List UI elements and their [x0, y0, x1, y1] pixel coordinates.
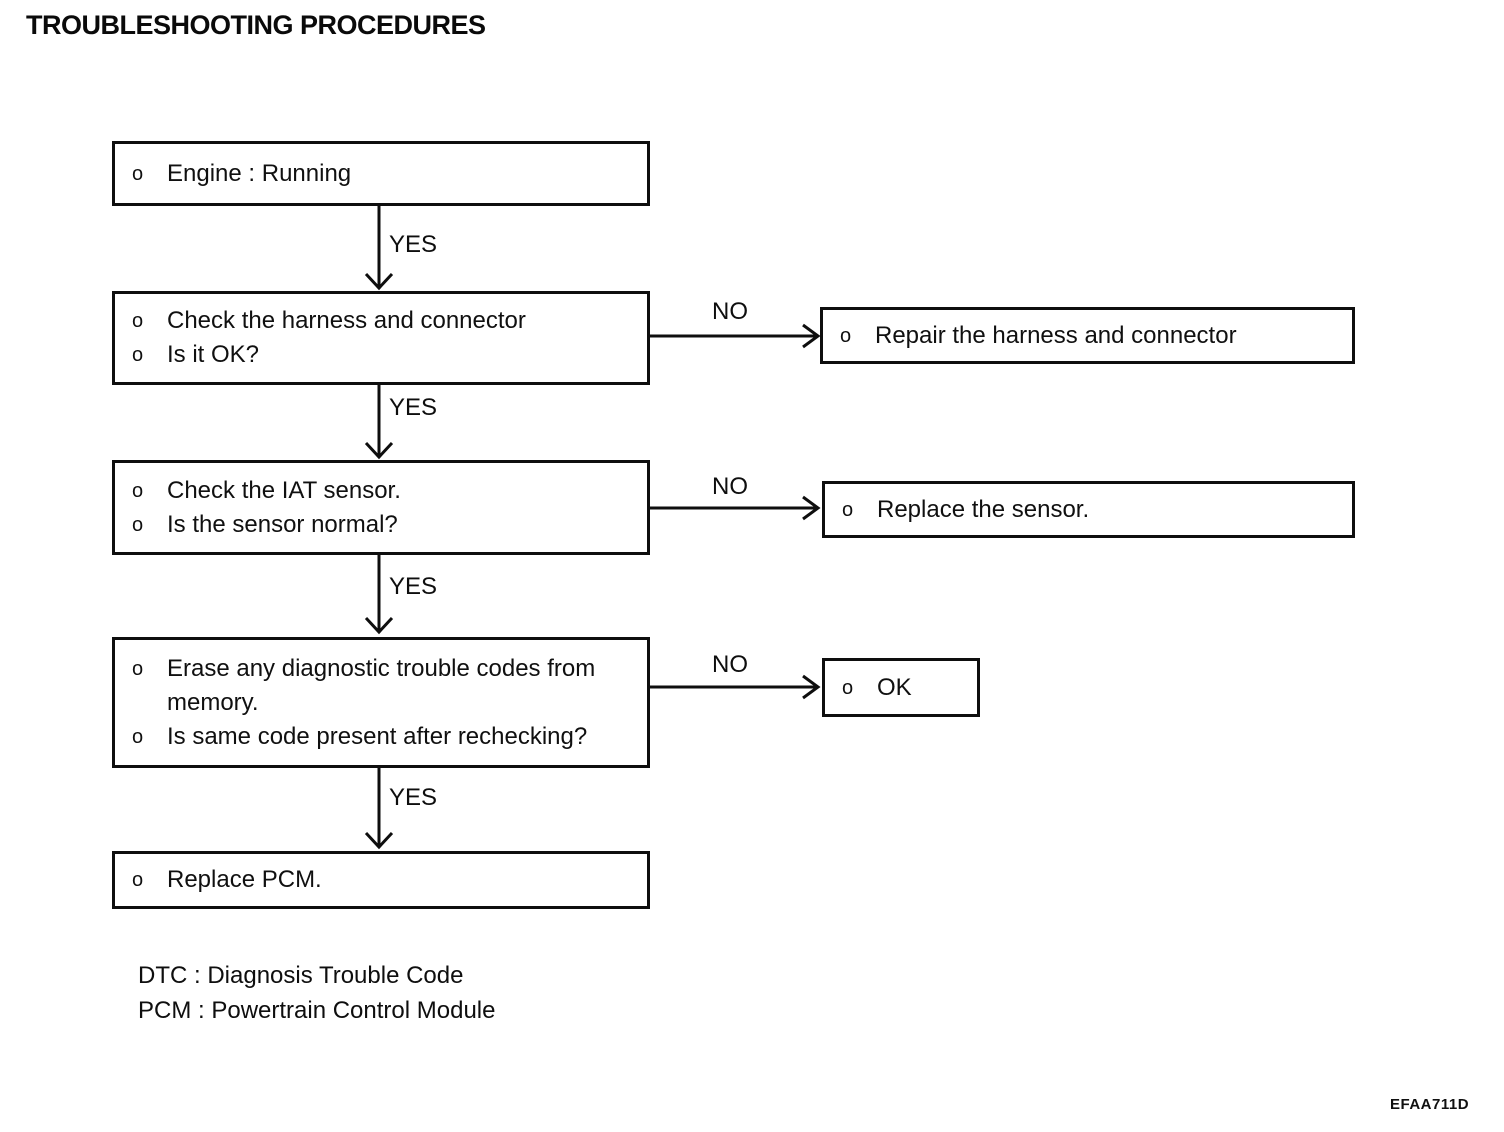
bullet-marker: o: [842, 676, 854, 699]
edge-label-yes-2: YES: [389, 394, 438, 421]
edge-label-no-3: NO: [712, 651, 748, 678]
step-text: Is the sensor normal?: [167, 510, 398, 538]
flow-step-replace-pcm: o Replace PCM.: [112, 851, 650, 909]
edge-label-yes-1: YES: [389, 231, 438, 258]
bullet-item: o Repair the harness and connector: [823, 319, 1352, 353]
bullet-item: o Engine : Running: [115, 157, 647, 191]
bullet-marker: o: [842, 498, 854, 521]
step-text: Check the IAT sensor.: [167, 476, 401, 504]
bullet-item: o Is same code present after rechecking?: [115, 720, 647, 754]
flow-action-replace-sensor: o Replace the sensor.: [822, 481, 1355, 538]
page-title: TROUBLESHOOTING PROCEDURES: [26, 10, 486, 40]
bullet-item: o Check the harness and connector: [115, 304, 647, 338]
bullet-marker: o: [132, 725, 144, 748]
step-text: Engine : Running: [167, 159, 352, 187]
arrowhead-right-3: [802, 674, 821, 700]
bullet-item: o OK: [825, 671, 977, 705]
bullet-marker: o: [132, 310, 144, 332]
flow-action-repair-harness: o Repair the harness and connector: [820, 307, 1355, 364]
flow-step-erase-dtc: o Erase any diagnostic trouble codes fro…: [112, 637, 650, 768]
step-text: Is it OK?: [167, 341, 260, 368]
bullet-item: o Is the sensor normal?: [115, 508, 647, 542]
legend-line-dtc: DTC : Diagnosis Trouble Code: [138, 962, 464, 989]
bullet-item: o Check the IAT sensor.: [115, 474, 647, 508]
flow-step-check-harness: o Check the harness and connector o Is i…: [112, 291, 650, 385]
arrowhead-down-4: [364, 831, 394, 850]
flow-step-engine-running: o Engine : Running: [112, 141, 650, 206]
edge-label-yes-4: YES: [389, 784, 438, 811]
edge-label-no-1: NO: [712, 298, 748, 325]
arrowhead-right-1: [802, 323, 821, 349]
action-text: Repair the harness and connector: [875, 321, 1237, 349]
action-text: OK: [877, 673, 912, 701]
edge-label-yes-3: YES: [389, 573, 438, 600]
bullet-item: o Erase any diagnostic trouble codes fro…: [115, 652, 647, 720]
bullet-item: o Is it OK?: [115, 338, 647, 372]
arrowhead-down-2: [364, 441, 394, 460]
step-text: Replace PCM.: [167, 866, 322, 893]
step-text: Check the harness and connector: [167, 307, 526, 334]
bullet-marker: o: [132, 162, 144, 185]
bullet-marker: o: [132, 657, 144, 680]
legend-line-pcm: PCM : Powertrain Control Module: [138, 997, 496, 1024]
figure-code: EFAA711D: [1390, 1096, 1470, 1113]
flow-action-ok: o OK: [822, 658, 980, 717]
edge-label-no-2: NO: [712, 473, 748, 500]
bullet-marker: o: [132, 344, 144, 366]
bullet-marker: o: [840, 324, 852, 347]
arrowhead-down-3: [364, 616, 394, 635]
bullet-item: o Replace the sensor.: [825, 493, 1352, 527]
arrowhead-right-2: [802, 495, 821, 521]
bullet-item: o Replace PCM.: [115, 863, 647, 897]
flow-step-check-iat-sensor: o Check the IAT sensor. o Is the sensor …: [112, 460, 650, 555]
bullet-marker: o: [132, 513, 144, 536]
abbreviation-legend: DTC : Diagnosis Trouble Code PCM : Power…: [138, 958, 495, 1028]
bullet-marker: o: [132, 869, 144, 891]
step-text: Is same code present after rechecking?: [167, 722, 588, 750]
bullet-marker: o: [132, 479, 144, 502]
action-text: Replace the sensor.: [877, 495, 1090, 523]
arrowhead-down-1: [364, 272, 394, 291]
step-text: Erase any diagnostic trouble codes from …: [167, 654, 596, 716]
